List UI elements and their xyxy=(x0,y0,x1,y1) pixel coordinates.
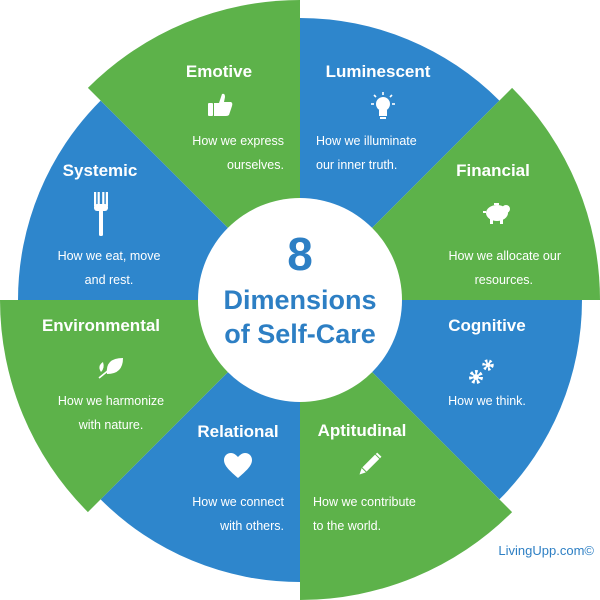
gears-icon xyxy=(469,359,494,384)
center-line-2: of Self-Care xyxy=(224,319,376,349)
systemic-desc-1: How we eat, move xyxy=(58,249,161,263)
aptitudinal-desc-1: How we contribute xyxy=(313,495,416,509)
financial-desc-1: How we allocate our xyxy=(448,249,561,263)
relational-title: Relational xyxy=(197,422,278,441)
emotive-title: Emotive xyxy=(186,62,252,81)
cognitive-title: Cognitive xyxy=(448,316,525,335)
systemic-title: Systemic xyxy=(63,161,138,180)
pencil-icon xyxy=(359,452,382,475)
leaf-icon xyxy=(98,358,123,379)
relational-desc-1: How we connect xyxy=(192,495,284,509)
aptitudinal-desc-2: to the world. xyxy=(313,519,381,533)
systemic-desc-2: and rest. xyxy=(85,273,134,287)
environmental-desc-1: How we harmonize xyxy=(58,394,164,408)
center-number: 8 xyxy=(287,228,313,280)
luminescent-desc-1: How we illuminate xyxy=(316,134,417,148)
environmental-title: Environmental xyxy=(42,316,160,335)
financial-desc-2: resources. xyxy=(475,273,533,287)
piggy-bank-icon xyxy=(483,203,510,224)
fork-icon xyxy=(94,192,108,236)
relational-desc-2: with others. xyxy=(219,519,284,533)
lightbulb-icon xyxy=(371,92,395,119)
heart-icon xyxy=(224,453,252,478)
emotive-desc-1: How we express xyxy=(192,134,284,148)
cognitive-desc-1: How we think. xyxy=(448,394,526,408)
center-circle xyxy=(198,198,402,402)
thumbs-up-icon xyxy=(208,93,233,116)
luminescent-desc-2: our inner truth. xyxy=(316,158,397,172)
aptitudinal-title: Aptitudinal xyxy=(318,421,407,440)
credit-text: LivingUpp.com© xyxy=(498,543,594,558)
environmental-desc-2: with nature. xyxy=(78,418,144,432)
center-line-1: Dimensions xyxy=(223,285,376,315)
emotive-desc-2: ourselves. xyxy=(227,158,284,172)
financial-title: Financial xyxy=(456,161,530,180)
luminescent-title: Luminescent xyxy=(326,62,431,81)
